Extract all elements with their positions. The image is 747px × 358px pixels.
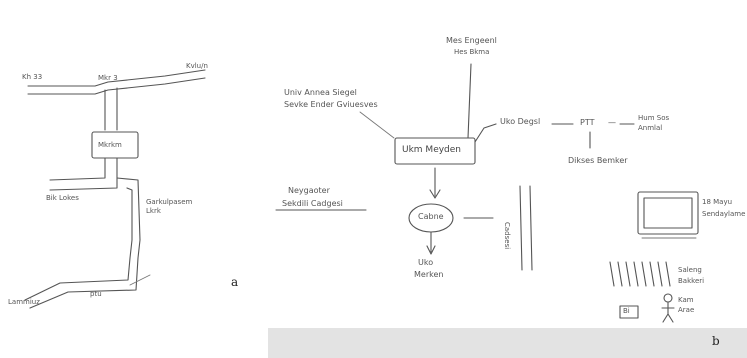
label-center-circle: Cabne [418,212,444,221]
label-top-left: Kh 33 [22,73,43,81]
sketch-a-drawing [24,69,206,309]
panel-letter-b: b [712,334,720,348]
center-box-a [91,131,139,159]
label-bottom-left: Lammiuz [8,298,40,306]
label-right-arrow: Uko Degsl [500,117,541,126]
label-right-block-2: Anmlal [638,124,663,132]
label-bottom-mid: ptu [90,290,102,298]
label-bottom-center-2: Merken [414,270,444,279]
label-right-mid: Garkulpasem Lkrk [146,198,193,215]
label-right-box-2: Sendaylame [702,210,746,218]
label-bottom-right-1: Saleng [678,266,702,274]
label-center-box: Mkrkm [98,141,122,149]
label-left-block-1: Univ Annea Siegel [284,88,357,97]
label-left-block-2: Sevke Ender Gviuesves [284,100,378,109]
label-top-center-2: Hes Bkma [454,48,490,56]
label-left-nav-1: Neygaoter [288,186,330,195]
label-right-block-1: Hum Sos [638,114,670,122]
label-right-box-1: 18 Mayu [702,198,733,206]
panel-letter-a: a [231,275,239,289]
panel-b-footer-band [268,328,747,358]
label-top-right: Kvlu/n [186,62,208,70]
label-bottom-right-3: Kam [678,296,694,304]
label-center-box: Ukm Meyden [402,145,462,155]
label-bottom-center-1: Uko [418,258,434,267]
center-box-b [394,137,476,165]
label-top-center-1: Mes Engeenl [446,36,497,45]
label-dash: — [608,118,616,127]
label-right-sub: Dikses Bemker [568,156,628,165]
label-bottom-right-2: Bakkeri [678,277,705,285]
label-left-nav-2: Sekdili Cadgesi [282,199,343,208]
sketch-panel-b: Mes Engeenl Hes Bkma Univ Annea Siegel S… [268,0,747,358]
label-bottom-right-4: Arae [678,306,695,314]
label-left-mid: Bik Lokes [46,194,79,202]
sketch-panel-a: Kh 33 Mkr 3 Kvlu/n Mkrkm Bik Lokes Garku… [0,0,265,358]
label-top-mid: Mkr 3 [98,74,118,82]
label-vertical-road: Cadsesi [503,222,511,250]
sketch-b-drawing [275,63,699,323]
label-small-box: Bi [623,307,630,315]
label-ptt: PTT [580,118,595,127]
